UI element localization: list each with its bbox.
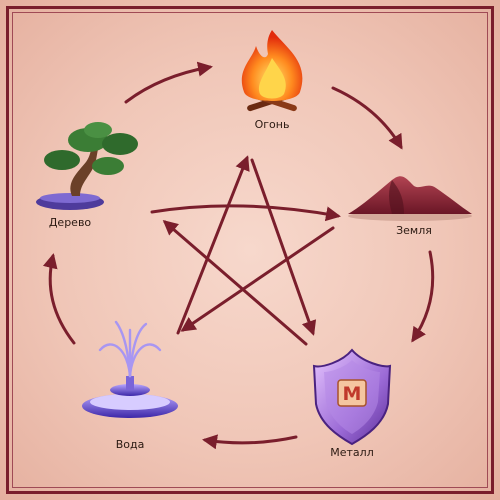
arrow-fire-to-metal [250, 158, 317, 336]
metal-badge-letter: M [343, 383, 362, 405]
arrow-earth-to-metal [411, 250, 435, 343]
generating-cycle [42, 61, 435, 450]
label-earth: Земля [396, 224, 432, 237]
bonsai-tree-icon [36, 122, 138, 210]
arrow-water-to-fire [176, 155, 250, 335]
arrow-wood-to-fire [124, 61, 213, 104]
arrow-fire-to-earth [331, 86, 403, 150]
label-metal: Металл [330, 446, 374, 459]
arrow-wood-to-earth [150, 204, 341, 222]
shield-icon: M [312, 348, 392, 446]
label-water: Вода [115, 438, 145, 451]
arrow-earth-to-water [180, 226, 335, 332]
fire-icon [241, 30, 303, 112]
fountain-icon [82, 320, 178, 418]
outer-frame [6, 6, 494, 494]
label-wood: Дерево [48, 216, 92, 229]
mountain-icon [348, 176, 472, 221]
inner-frame [12, 12, 488, 488]
label-fire: Огонь [254, 118, 290, 131]
arrow-metal-to-water [202, 434, 298, 450]
arrow-metal-to-wood [162, 220, 308, 346]
controlling-star [150, 155, 341, 346]
arrow-water-to-wood [42, 253, 76, 345]
